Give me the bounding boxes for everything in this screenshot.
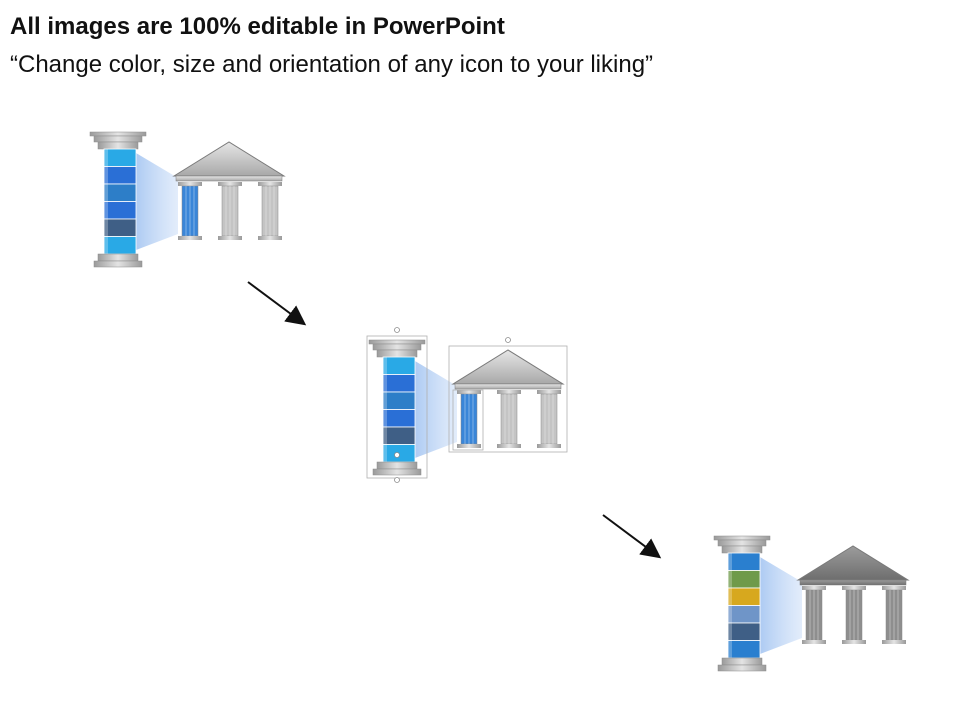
pillar-base-neck — [376, 461, 418, 470]
pillar-base — [93, 260, 143, 268]
temple-column-capital — [178, 182, 202, 186]
temple-column-base — [258, 236, 282, 240]
pillar-temple-graphic-1[interactable] — [89, 131, 286, 268]
pillar-capital-top — [368, 339, 426, 345]
segment-highlight — [104, 149, 108, 167]
segment-highlight — [383, 374, 387, 392]
pillar-segment — [727, 622, 761, 641]
light-beam — [760, 557, 802, 654]
pillar-segment — [727, 605, 761, 624]
temple-column-base — [497, 444, 521, 448]
segment-highlight — [728, 570, 732, 588]
segment-highlight — [383, 392, 387, 410]
temple-column-capital — [497, 390, 521, 394]
pillar-segment — [382, 391, 416, 410]
pillar-segment — [103, 236, 137, 255]
pillar-base — [717, 664, 767, 672]
segment-highlight — [104, 166, 108, 184]
temple-column-base — [882, 640, 906, 644]
segment-highlight — [104, 236, 108, 254]
pillar-segment — [103, 148, 137, 167]
temple-column-capital — [218, 182, 242, 186]
selection-box-temple — [448, 345, 568, 453]
pillar-segment — [382, 426, 416, 445]
pillar-base — [372, 468, 422, 476]
segment-highlight — [728, 623, 732, 641]
segment-highlight — [104, 201, 108, 219]
temple-column-base — [178, 236, 202, 240]
pillar-segment — [727, 552, 761, 571]
pillar-segment — [727, 570, 761, 589]
selection-handle — [505, 337, 511, 343]
selection-handle — [394, 477, 400, 483]
segment-highlight — [383, 409, 387, 427]
pillar-capital-top — [713, 535, 771, 541]
selection-handle — [394, 452, 400, 458]
page-subtitle: “Change color, size and orientation of a… — [10, 51, 654, 78]
temple-column-capital — [882, 586, 906, 590]
pillar-capital — [372, 343, 422, 351]
pillar-segment — [382, 409, 416, 428]
segment-highlight — [728, 588, 732, 606]
segment-highlight — [383, 444, 387, 462]
pillar-capital — [717, 539, 767, 547]
segment-highlight — [383, 357, 387, 375]
temple-architrave — [799, 579, 907, 586]
temple-architrave — [454, 383, 562, 390]
pillar-capital — [93, 135, 143, 143]
segment-highlight — [728, 605, 732, 623]
selection-handle — [394, 327, 400, 333]
temple-column-capital — [537, 390, 561, 394]
pillar-segment — [382, 374, 416, 393]
pillar-segment — [103, 201, 137, 220]
temple-column-capital — [842, 586, 866, 590]
segment-highlight — [104, 219, 108, 237]
pillar-segment — [727, 587, 761, 606]
temple-architrave — [175, 175, 283, 182]
pillar-capital-neck — [721, 545, 763, 554]
temple-column-base — [218, 236, 242, 240]
arrow-connector-1[interactable] — [247, 281, 307, 326]
pillar-temple-graphic-3[interactable] — [713, 535, 910, 672]
selection-box-column — [452, 389, 484, 451]
temple-column-capital — [802, 586, 826, 590]
light-beam — [415, 361, 457, 458]
segment-highlight — [728, 640, 732, 658]
segment-highlight — [728, 553, 732, 571]
pillar-capital-top — [89, 131, 147, 137]
pillar-segment — [103, 218, 137, 237]
temple-column-capital — [457, 390, 481, 394]
temple-roof — [172, 141, 286, 177]
pillar-capital-neck — [376, 349, 418, 358]
pillar-temple-graphic-2-selected[interactable] — [366, 327, 568, 483]
temple-column-base — [802, 640, 826, 644]
pillar-base-neck — [721, 657, 763, 666]
light-beam — [136, 153, 178, 250]
temple-column-base — [537, 444, 561, 448]
pillar-segment — [103, 183, 137, 202]
temple-roof — [796, 545, 910, 581]
pillar-segment — [103, 166, 137, 185]
pillar-capital-neck — [97, 141, 139, 150]
segment-highlight — [104, 184, 108, 202]
temple-roof — [451, 349, 565, 385]
page-title: All images are 100% editable in PowerPoi… — [10, 13, 505, 40]
pillar-base-neck — [97, 253, 139, 262]
pillar-segment — [382, 356, 416, 375]
temple-column-base — [457, 444, 481, 448]
arrow-connector-2[interactable] — [602, 514, 662, 559]
temple-column-capital — [258, 182, 282, 186]
segment-highlight — [383, 427, 387, 445]
temple-column-base — [842, 640, 866, 644]
pillar-segment — [727, 640, 761, 659]
